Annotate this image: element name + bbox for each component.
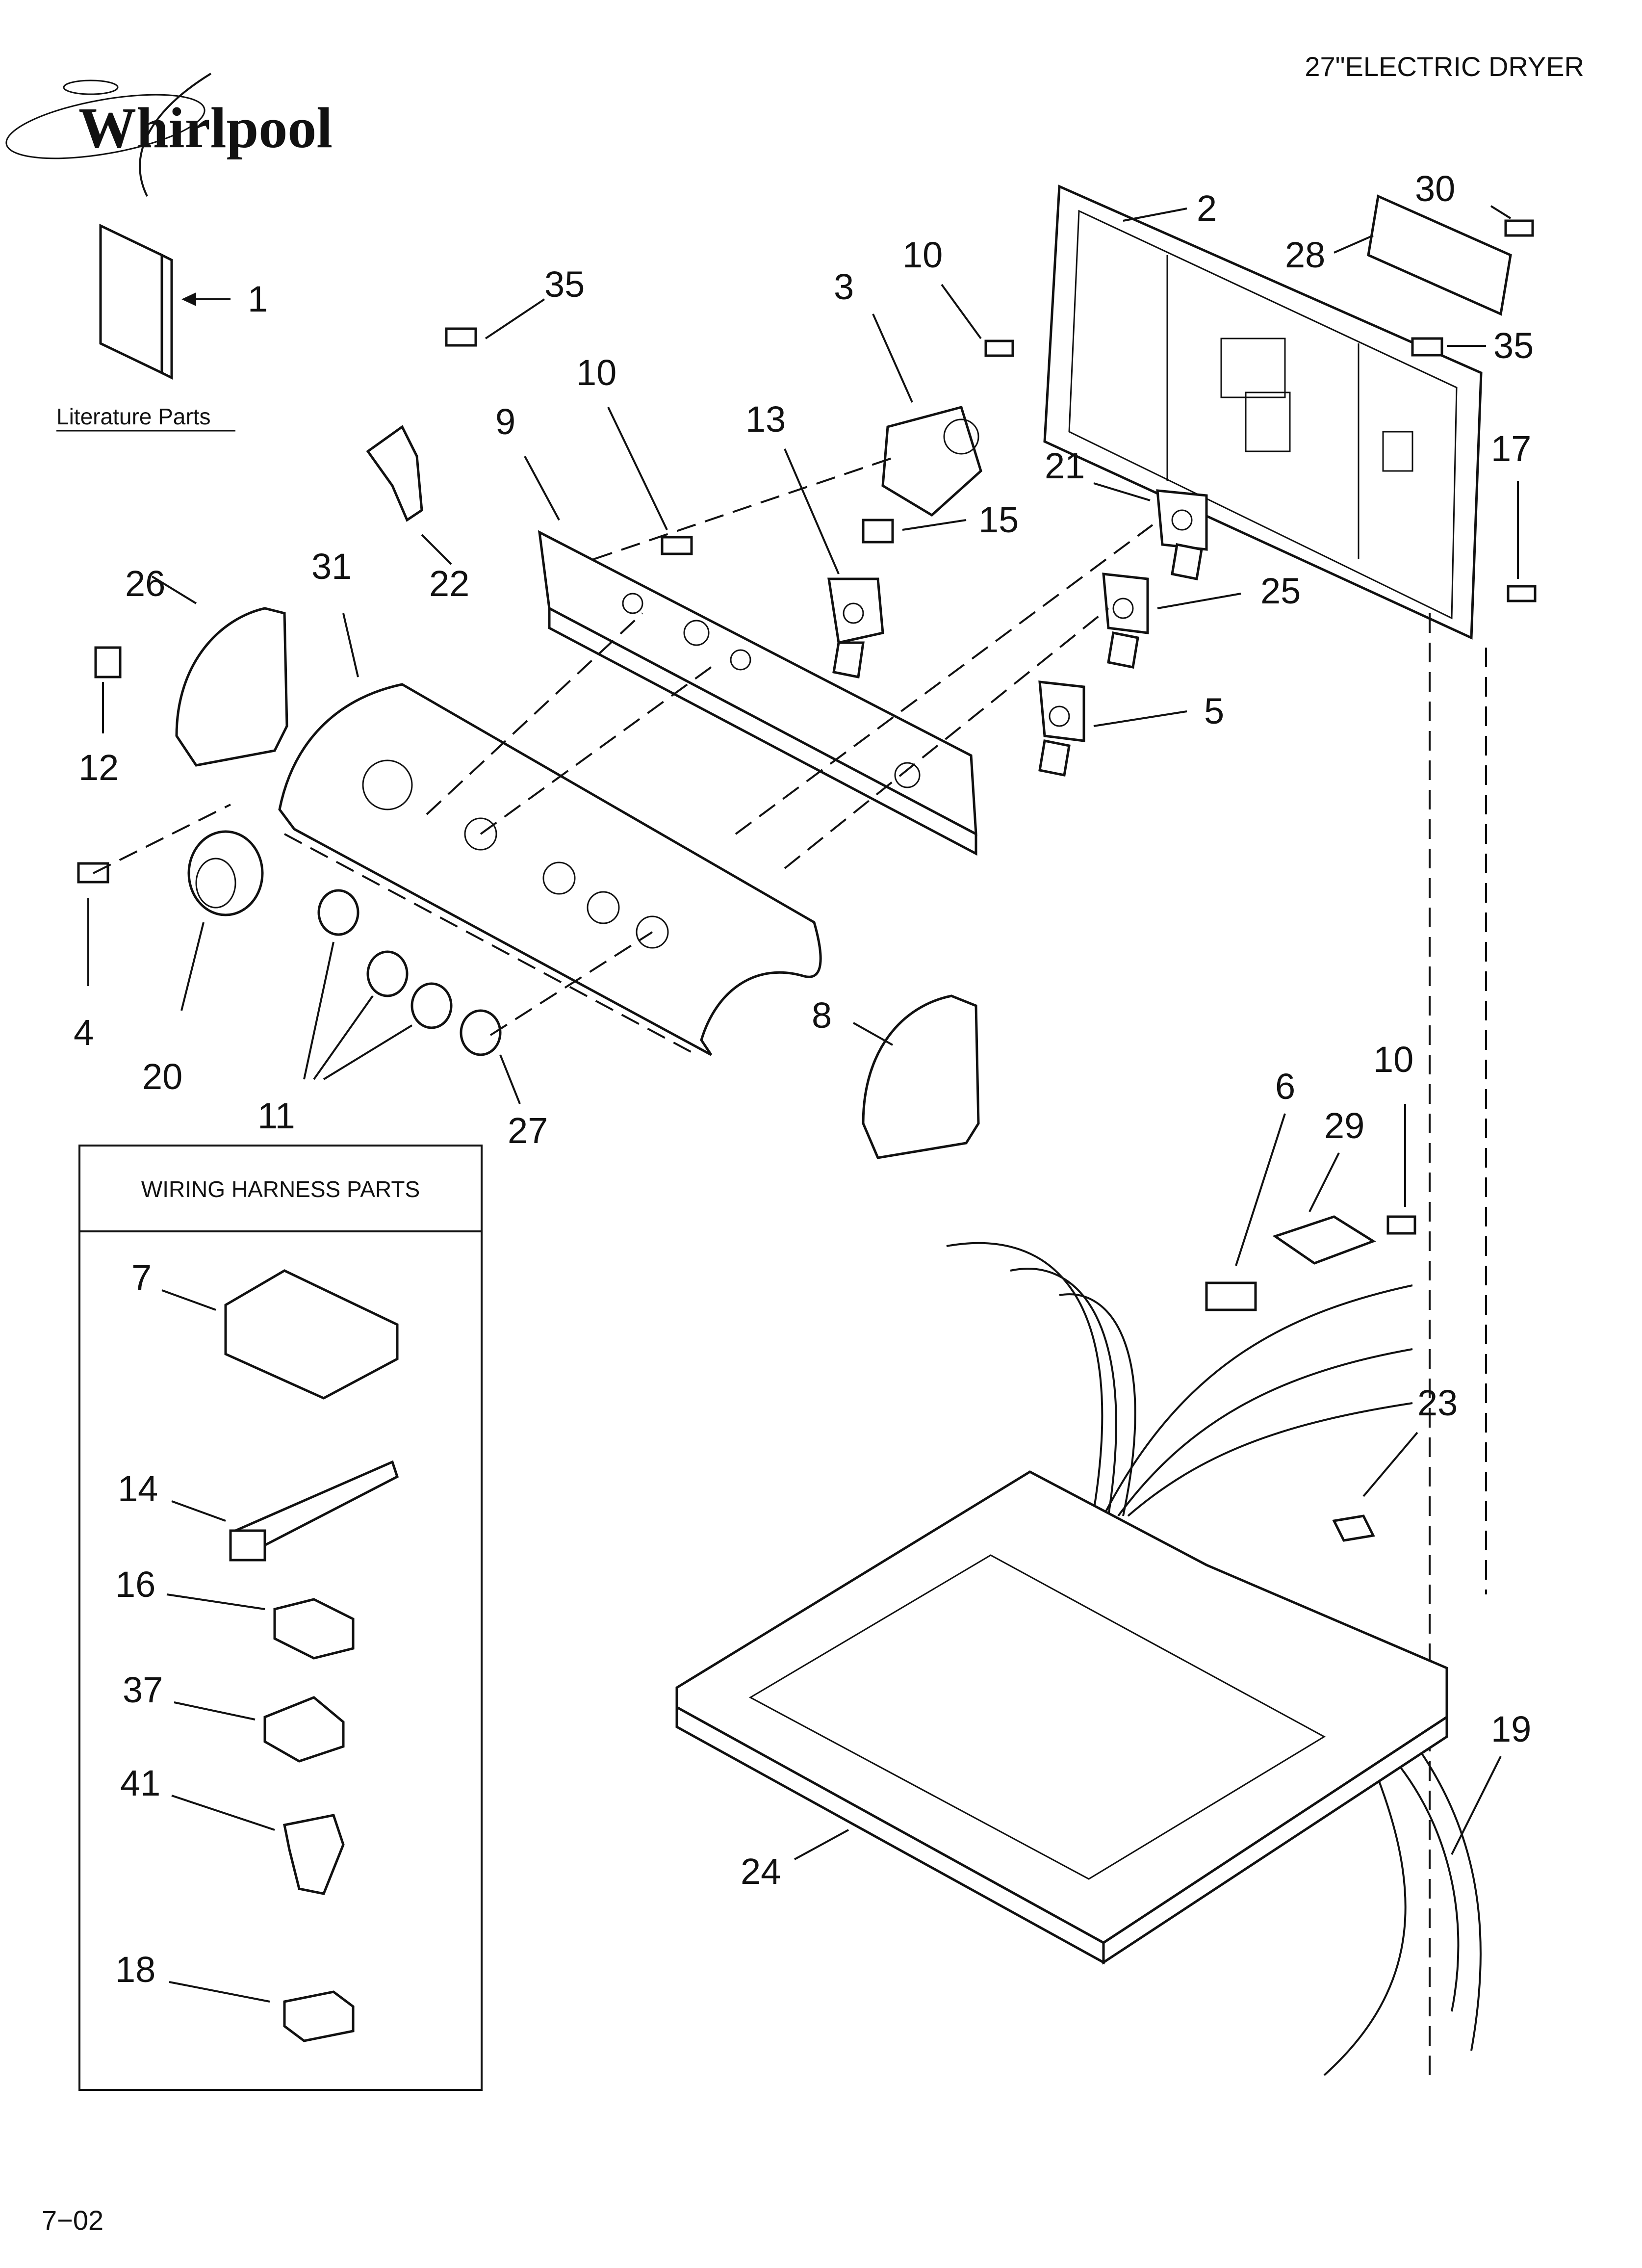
harness-bracket	[1205, 1281, 1257, 1311]
wiring-box-title: WIRING HARNESS PARTS	[141, 1176, 420, 1202]
callout-15: 15	[978, 499, 1019, 540]
foil-tape	[1272, 1215, 1376, 1265]
screw-10-bottom	[1386, 1215, 1416, 1235]
model-title: 27"ELECTRIC DRYER	[1305, 51, 1584, 82]
switch-5	[1038, 680, 1085, 777]
callout-17: 17	[1491, 428, 1531, 469]
switch-25	[1102, 573, 1149, 669]
callout-30: 30	[1415, 168, 1455, 209]
callout-12: 12	[78, 747, 119, 788]
screw-30	[1504, 219, 1534, 237]
connector-housing-16	[273, 1598, 355, 1660]
callout-10-bottom: 10	[1373, 1039, 1413, 1080]
switch-13	[827, 577, 884, 678]
callout-10-middle: 10	[576, 352, 616, 393]
callout-35-left: 35	[544, 264, 585, 305]
callout-19: 19	[1491, 1709, 1531, 1749]
connector-housing-37	[263, 1696, 345, 1763]
screw-35-right	[1411, 337, 1443, 357]
connector-block	[224, 1269, 399, 1400]
callout-24: 24	[741, 1851, 781, 1892]
callout-25: 25	[1260, 571, 1301, 611]
brand-wordmark: Whirlpool	[78, 96, 333, 160]
push-button-4	[460, 1009, 502, 1056]
screw-10-middle	[661, 536, 693, 555]
screw-35-left	[445, 327, 477, 347]
push-button-2	[366, 950, 409, 997]
callout-21: 21	[1045, 445, 1085, 486]
literature-label: Literature Parts	[56, 404, 210, 429]
dryer-top	[675, 1470, 1448, 1965]
clip-22	[366, 425, 423, 522]
terminal-connector	[283, 1990, 355, 2042]
callout-8: 8	[812, 995, 832, 1036]
whirlpool-logo: Whirlpool	[5, 73, 333, 197]
screw-17	[1507, 585, 1537, 602]
wiring-harness	[946, 1242, 1482, 2076]
rear-console-panel	[1043, 184, 1483, 640]
callout-1: 1	[248, 279, 268, 319]
callout-2: 2	[1197, 188, 1217, 229]
callout-27: 27	[508, 1110, 548, 1151]
callout-29: 29	[1324, 1105, 1364, 1146]
callout-26: 26	[125, 563, 165, 604]
footer-code: 7−02	[42, 2205, 103, 2236]
switch-21	[1156, 489, 1208, 580]
wire-clip	[283, 1814, 345, 1895]
end-cap-right	[862, 994, 980, 1159]
callout-4: 4	[74, 1012, 94, 1053]
knob-15	[862, 519, 894, 544]
literature-booklet	[99, 224, 173, 380]
callout-14: 14	[118, 1468, 158, 1509]
callout-18: 18	[115, 1949, 155, 1990]
screw-4	[77, 862, 109, 884]
callout-35-right: 35	[1493, 325, 1534, 366]
cover-plate	[1367, 194, 1512, 316]
callout-16: 16	[115, 1564, 155, 1605]
chute-clip	[1332, 1514, 1375, 1542]
callout-10-top: 10	[902, 235, 943, 275]
callout-37: 37	[123, 1669, 163, 1710]
callout-28: 28	[1285, 235, 1325, 275]
timer-knob	[187, 830, 264, 916]
callout-5: 5	[1204, 691, 1224, 731]
callout-9: 9	[495, 401, 515, 442]
callout-3: 3	[834, 266, 854, 307]
push-button-1	[317, 889, 359, 936]
callout-31: 31	[311, 546, 352, 587]
callout-7: 7	[131, 1257, 152, 1298]
callout-20: 20	[142, 1056, 182, 1097]
screw-12	[94, 646, 122, 678]
callout-22: 22	[429, 563, 469, 604]
push-button-3	[410, 982, 453, 1029]
wiring-harness-box	[78, 1145, 483, 2091]
end-cap-left	[175, 607, 288, 767]
control-bracket	[538, 530, 977, 856]
screw-10-top	[984, 339, 1014, 357]
callout-23: 23	[1417, 1382, 1458, 1423]
callout-41: 41	[120, 1763, 160, 1803]
callout-6: 6	[1275, 1066, 1295, 1107]
callout-11: 11	[257, 1095, 295, 1136]
control-console	[278, 683, 822, 1056]
callout-13: 13	[745, 399, 786, 440]
timer	[881, 405, 982, 517]
